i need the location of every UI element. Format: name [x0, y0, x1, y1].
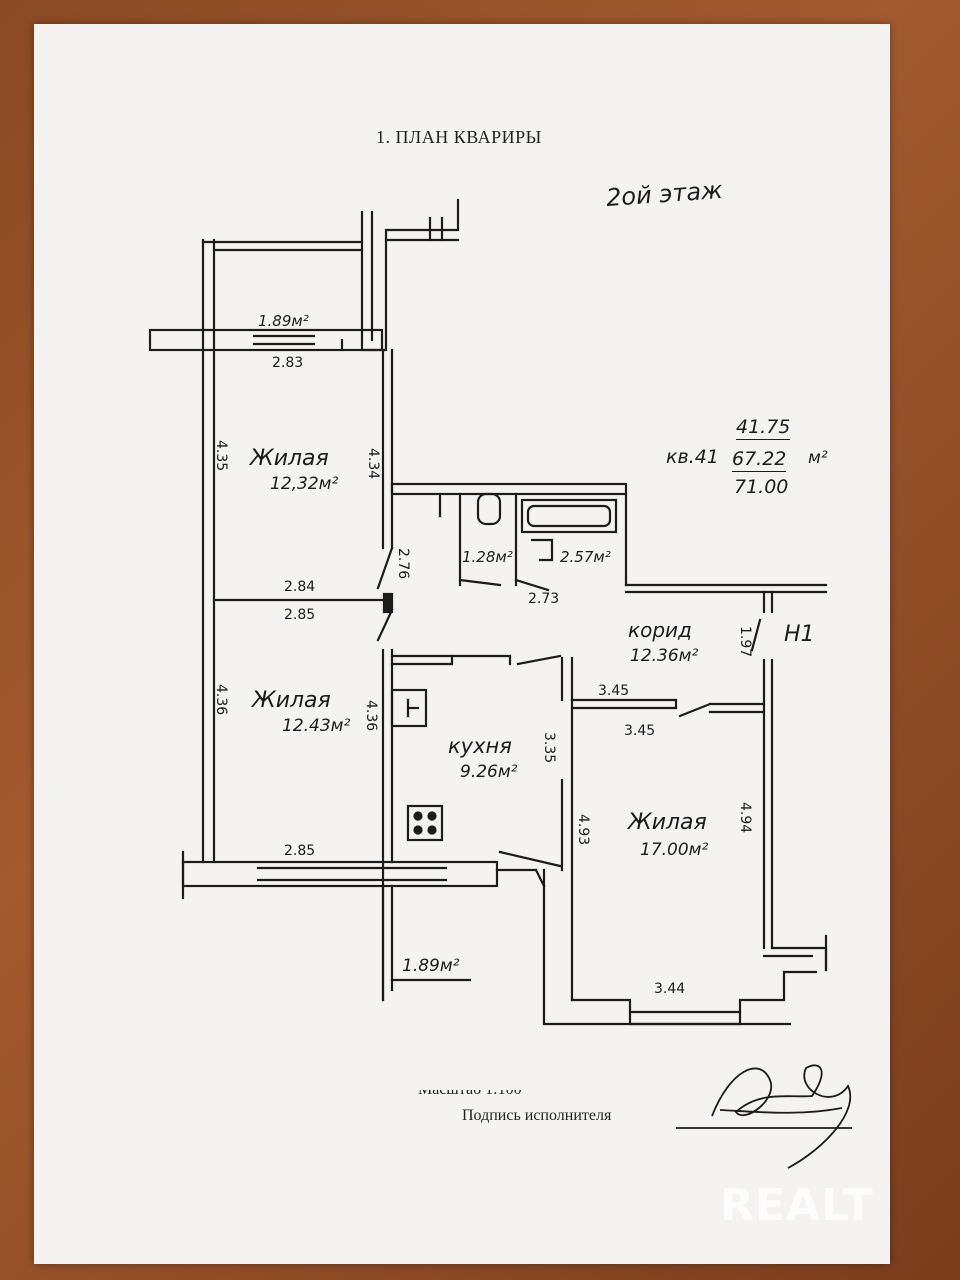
- balcony-top-area: 1.89м²: [258, 312, 309, 330]
- wc-area: 1.28м²: [462, 548, 513, 566]
- dimension-label: 4.35: [213, 440, 229, 472]
- balcony-bottom-area: 1.89м²: [402, 956, 460, 976]
- dimension-label: 4.34: [365, 448, 381, 480]
- realt-watermark: REALT: [720, 1180, 874, 1231]
- stair-mark: Н1: [784, 622, 815, 647]
- signature-label: Подпись исполнителя: [462, 1107, 612, 1124]
- room-name: Жилая: [252, 688, 331, 713]
- dimension-label: 3.44: [654, 981, 686, 997]
- apartment-number: кв.41: [666, 446, 719, 468]
- dimension-label: 4.94: [737, 802, 753, 834]
- dimension-label: 3.45: [624, 723, 656, 739]
- dimension-label: 2.84: [284, 579, 316, 595]
- room-area: 12,32м²: [270, 474, 339, 494]
- room-name: корид: [628, 618, 692, 642]
- living-area: 41.75: [736, 416, 791, 440]
- dimension-label: 2.73: [528, 591, 560, 607]
- total-area: 67.22: [732, 448, 787, 472]
- room-name: Жилая: [628, 810, 707, 835]
- paper-sheet: [34, 24, 890, 1264]
- room-area: 17.00м²: [640, 840, 709, 860]
- dimension-label: 2.85: [284, 607, 316, 623]
- room-name: кухня: [448, 734, 512, 758]
- room-area: 12.43м²: [282, 716, 351, 736]
- area-with-balcony: 71.00: [734, 476, 789, 498]
- scale-label: Масштаб 1:100: [418, 1090, 522, 1098]
- bath-area: 2.57м²: [560, 548, 611, 566]
- dimension-label: 3.45: [598, 683, 630, 699]
- dimension-label: 2.85: [284, 843, 316, 859]
- room-area: 9.26м²: [460, 762, 518, 782]
- document-title: 1. ПЛАН КВАРИРЫ: [376, 127, 542, 147]
- room-area: 12.36м²: [630, 646, 699, 666]
- dimension-label: 2.83: [272, 355, 304, 371]
- dimension-label: 4.36: [363, 700, 379, 732]
- dimension-label: 4.36: [213, 684, 229, 716]
- area-unit: м²: [808, 448, 828, 468]
- dimension-label: 4.93: [575, 814, 591, 846]
- dimension-label: 1.97: [737, 626, 753, 658]
- room-name: Жилая: [250, 446, 329, 471]
- dimension-label: 2.76: [395, 548, 411, 580]
- dimension-label: 3.35: [541, 732, 557, 764]
